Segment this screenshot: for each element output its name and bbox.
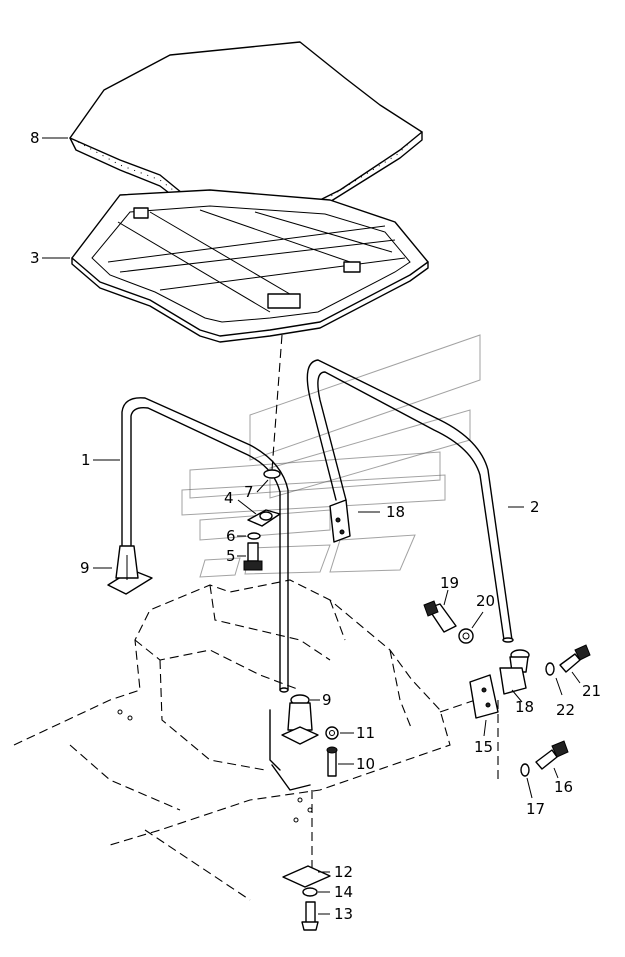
label-part-10: 10	[356, 755, 375, 773]
bolt-21	[559, 644, 591, 673]
label-part-12: 12	[334, 863, 353, 881]
washer-6	[247, 532, 261, 540]
label-part-15: 15	[474, 738, 493, 756]
label-part-19: 19	[440, 574, 459, 592]
mount-line-frame-to-pillar	[271, 334, 283, 471]
mounting-plate-12	[282, 865, 331, 888]
label-part-20: 20	[476, 592, 495, 610]
bolt-16	[535, 740, 569, 770]
pillar-base-plate-left	[107, 545, 153, 595]
bolt-13	[301, 901, 319, 931]
label-part-1: 1	[81, 451, 91, 469]
hinge-bracket-18	[499, 649, 530, 695]
label-part-18-upper: 18	[386, 503, 405, 521]
label-part-9-left: 9	[80, 559, 90, 577]
nut-20	[458, 628, 474, 644]
pillar-base-plate-right	[269, 694, 319, 791]
label-part-22: 22	[556, 701, 575, 719]
machine-body-outline	[13, 579, 451, 901]
label-part-7: 7	[244, 483, 254, 501]
washer-17	[520, 763, 530, 777]
label-part-9-right: 9	[322, 691, 332, 709]
bolt-5	[243, 542, 263, 571]
label-part-18-lower: 18	[515, 698, 534, 716]
bolt-19	[423, 600, 457, 633]
pillar-bracket-upper	[329, 499, 351, 543]
label-part-16: 16	[554, 778, 573, 796]
nut-11	[325, 726, 339, 740]
label-part-13: 13	[334, 905, 353, 923]
label-part-3: 3	[30, 249, 40, 267]
rops-pillar-right	[306, 359, 514, 643]
washer-22	[545, 662, 555, 676]
rops-pillar-left	[121, 397, 289, 693]
clamp-bracket	[247, 509, 281, 527]
label-part-8: 8	[30, 129, 40, 147]
canopy-frame	[71, 189, 429, 343]
leader-lines	[42, 137, 581, 915]
label-part-21: 21	[582, 682, 601, 700]
label-part-5: 5	[226, 547, 236, 565]
part-labels: 8 3 1 9 4 6 5 7 18 2 19 20 9 11 10 21 22…	[30, 129, 601, 923]
label-part-2: 2	[530, 498, 540, 516]
bolt-10	[326, 746, 338, 777]
label-part-11: 11	[356, 724, 375, 742]
plate-15	[469, 674, 499, 719]
washer-14	[302, 887, 318, 897]
label-part-14: 14	[334, 883, 353, 901]
label-part-6: 6	[226, 527, 236, 545]
label-part-17: 17	[526, 800, 545, 818]
label-part-4: 4	[224, 489, 234, 507]
